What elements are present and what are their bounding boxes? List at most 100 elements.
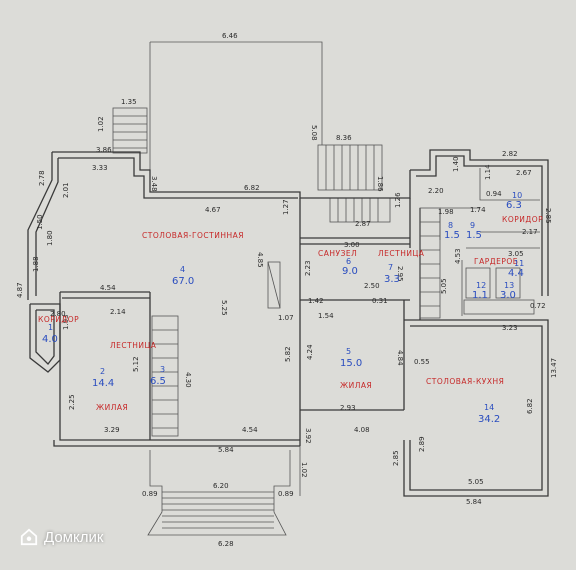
room-area-10: 6.3 [506,200,522,211]
room-number-10: 10 [512,191,522,200]
dim-1-07: 1.07 [278,314,294,322]
room-number-3: 3 [160,365,165,374]
dim-1-02b: 1.02 [300,462,308,478]
dim-13-47: 13.47 [550,358,558,378]
dim-0-89b: 0.89 [278,490,294,498]
dim-2-01: 2.01 [62,182,70,198]
dim-stair-a: 1.35 [121,98,137,106]
dim-1-54: 1.54 [318,312,334,320]
dim-2-95: 2.95 [396,266,404,282]
dim-2-89: 2.89 [418,436,426,452]
room-area-12: 1.1 [472,290,488,301]
dim-1-88: 1.88 [32,256,40,272]
room-area-11: 4.4 [508,268,524,279]
dim-2-82: 2.82 [502,150,518,158]
middle-stairs: 8.36 [317,134,391,223]
domclick-watermark: Домклик [20,528,103,546]
room-number-1: 1 [48,323,53,332]
dim-4-54b: 4.54 [242,426,258,434]
domclick-house-icon [20,528,38,546]
room-area-9: 1.5 [466,230,482,241]
dim-1-50: 1.50 [36,214,44,230]
dim-2-93: 2.93 [340,404,356,412]
dim-0-94: 0.94 [486,190,502,198]
dim-3-92: 3.92 [304,428,312,444]
room-area-4: 67.0 [172,276,194,287]
dim-stair-b: 1.02 [97,116,105,132]
room-number-6: 6 [346,257,351,266]
dim-4-67: 4.67 [205,206,221,214]
dim-1-14: 1.14 [484,164,492,180]
room-name-stairs-right: ЛЕСТНИЦА [378,249,425,258]
room-number-7: 7 [388,263,393,272]
dim-4-08: 4.08 [354,426,370,434]
dim-terrace-side: 5.08 [310,125,318,141]
room-name-bedroom-left: ЖИЛАЯ [96,403,128,412]
dim-0-55: 0.55 [414,358,430,366]
dim-4-87: 4.87 [16,282,24,298]
room-number-2: 2 [100,367,105,376]
room-area-6: 9.0 [342,266,358,277]
dimension-labels: 3.33 3.48 6.82 1.86 2.78 2.01 4.67 1.27 … [16,150,558,548]
dim-2-23: 2.23 [304,260,312,276]
room-area-5: 15.0 [340,358,362,369]
dim-4-85: 4.85 [256,252,264,268]
dim-3-33: 3.33 [92,164,108,172]
dim-6-28: 6.28 [218,540,234,548]
dim-2-17: 2.17 [522,228,538,236]
dim-3-48: 3.48 [150,176,158,192]
dim-1-93: 1.93 [62,314,70,330]
dim-4-30: 4.30 [184,372,192,388]
dim-4-54: 4.54 [100,284,116,292]
dim-6-20: 6.20 [213,482,229,490]
top-left-stairs: 1.35 1.02 3.86 [96,98,148,154]
dim-2-25: 2.25 [68,394,76,410]
room-number-4: 4 [180,265,185,274]
room-number-12: 12 [476,281,486,290]
exterior-walls [27,149,549,536]
dim-1-98: 1.98 [438,208,454,216]
dim-5-82: 5.82 [284,346,292,362]
dim-2-87: 2.87 [355,220,371,228]
dim-3-00: 3.00 [344,241,360,249]
room-area-14: 34.2 [478,414,500,425]
dim-top-terrace: 6.46 [222,32,238,40]
room-area-2: 14.4 [92,378,114,389]
dim-1-27: 1.27 [282,199,290,215]
room-number-14: 14 [484,403,494,412]
dim-5-25: 5.25 [220,300,228,316]
room-area-13: 3.0 [500,290,516,301]
dim-1-74: 1.74 [470,206,486,214]
dim-1-80-left: 1.80 [46,230,54,246]
room-number-8: 8 [448,221,453,230]
dim-2-78: 2.78 [38,170,46,186]
watermark-text: Домклик [44,528,104,546]
dim-0-72: 0.72 [530,302,546,310]
dim-5-05b: 5.05 [468,478,484,486]
dim-3-29: 3.29 [104,426,120,434]
dim-6-82: 6.82 [244,184,260,192]
dim-5-12: 5.12 [132,356,140,372]
room-name-living-dining: СТОЛОВАЯ-ГОСТИННАЯ [142,231,244,240]
room-name-wardrobe: ГАРДЕРОБ [474,257,518,266]
dim-2-67: 2.67 [516,169,532,177]
dim-5-05: 5.05 [440,278,448,294]
room-name-bedroom-middle: ЖИЛАЯ [340,381,372,390]
dim-2-20: 2.20 [428,187,444,195]
upper-terrace: 6.46 5.08 [149,32,323,190]
room-name-corridor-right: КОРИДОР [502,215,543,224]
room-number-11: 11 [514,259,524,268]
room-name-kitchen-dining: СТОЛОВАЯ-КУХНЯ [426,377,504,386]
dim-1-42: 1.42 [308,297,324,305]
dim-4-24: 4.24 [306,344,314,360]
dim-1-86: 1.86 [376,176,384,192]
dim-1-40: 1.40 [452,156,460,172]
dim-2-14: 2.14 [110,308,126,316]
room-name-bathroom: САНУЗЕЛ [318,249,357,258]
room-number-5: 5 [346,347,351,356]
dim-4-53: 4.53 [454,248,462,264]
dim-2-85: 2.85 [544,208,552,224]
room-area-7: 3.3 [384,274,400,285]
dim-1-26: 1.26 [394,192,402,208]
